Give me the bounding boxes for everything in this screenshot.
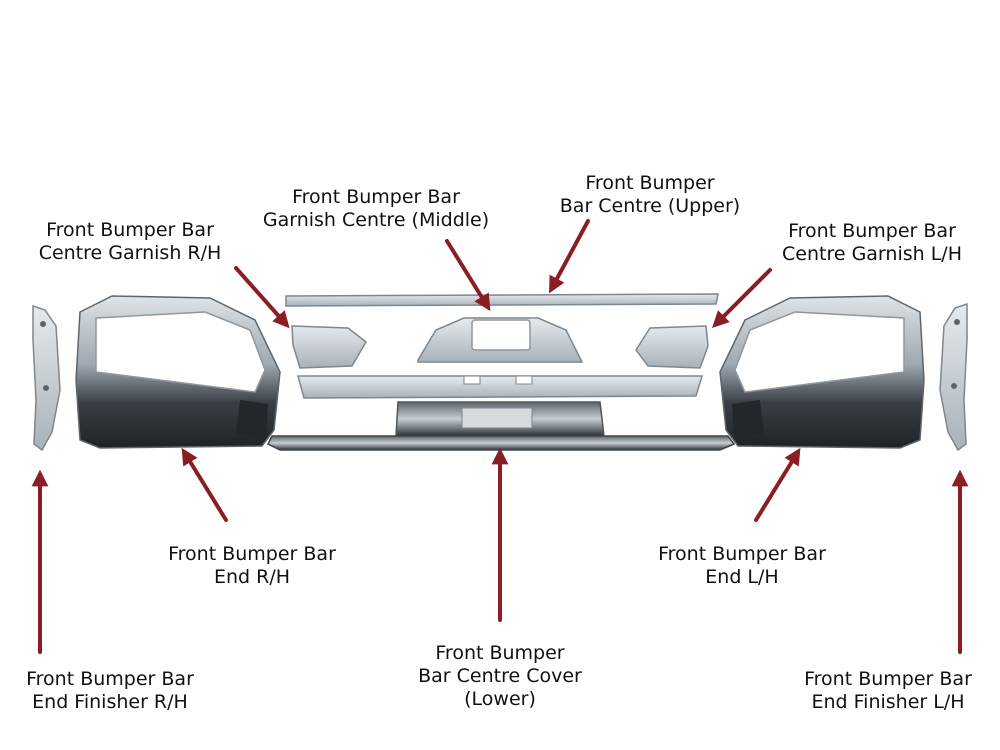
end-finisher-lh-part: [939, 302, 968, 452]
label-centre-garnish-rh: Front Bumper Bar Centre Garnish R/H: [38, 219, 222, 264]
label-bar-centre-upper: Front Bumper Bar Centre (Upper): [559, 172, 741, 217]
label-end-finisher-lh: Front Bumper Bar End Finisher L/H: [804, 668, 972, 713]
arrow-icon: [31, 219, 969, 654]
arrow-icon-garnish-middle: [445, 239, 491, 312]
end-rh-part: [75, 295, 281, 449]
centre-cover-lower-part: [266, 435, 736, 451]
label-end-finisher-rh: Front Bumper Bar End Finisher R/H: [26, 668, 194, 713]
centre-upper-part: [285, 293, 719, 307]
centre-garnish-rh-part: [291, 325, 367, 369]
arrow-icon-garnish-lh: [712, 268, 772, 328]
label-end-rh: Front Bumper Bar End R/H: [168, 543, 336, 588]
centre-main-part: [297, 375, 704, 437]
arrow-icon-end-rh: [181, 447, 228, 522]
label-end-lh: Front Bumper Bar End L/H: [658, 543, 826, 588]
end-lh-part: [719, 295, 925, 449]
arrow-icon-garnish-rh: [234, 266, 290, 329]
label-garnish-centre-middle: Front Bumper Bar Garnish Centre (Middle): [262, 186, 490, 231]
label-bar-centre-cover-lower: Front Bumper Bar Centre Cover (Lower): [418, 642, 582, 710]
end-finisher-rh-part: [32, 304, 61, 452]
arrow-icon-centre-upper: [549, 219, 590, 294]
label-centre-garnish-lh: Front Bumper Bar Centre Garnish L/H: [782, 220, 962, 265]
arrow-icon-end-lh: [754, 447, 801, 522]
centre-garnish-lh-part: [635, 325, 709, 369]
garnish-centre-middle-part: [417, 317, 584, 363]
